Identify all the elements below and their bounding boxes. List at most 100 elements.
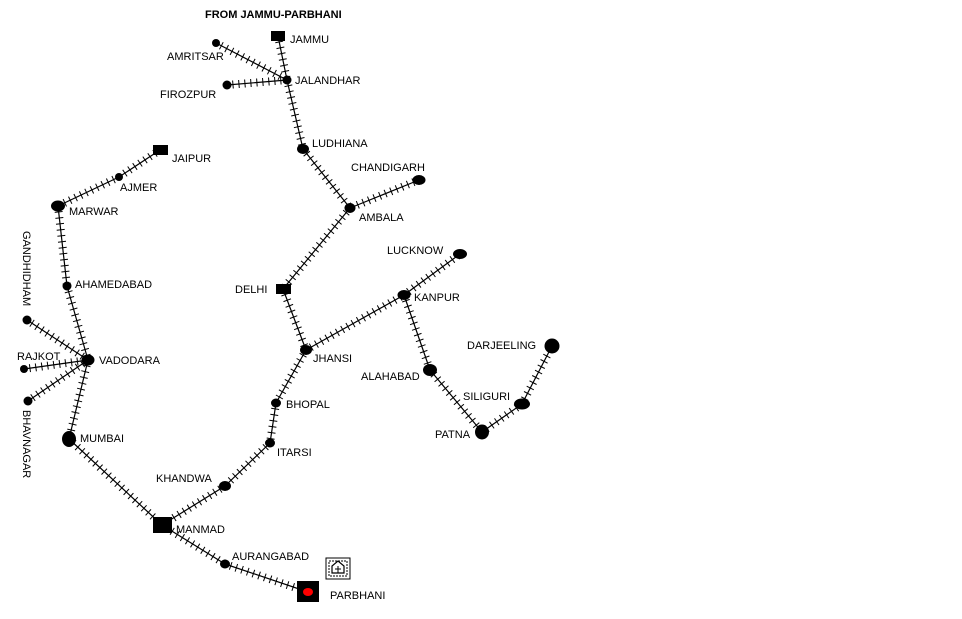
track-tie bbox=[60, 264, 69, 267]
vadodara-marker bbox=[81, 354, 95, 366]
track-tie bbox=[224, 44, 229, 53]
track-tie bbox=[442, 385, 449, 392]
track-tie bbox=[457, 403, 465, 410]
track-tie bbox=[186, 504, 192, 512]
track-tie bbox=[57, 234, 66, 237]
patna-marker bbox=[475, 424, 489, 440]
track-tie bbox=[503, 411, 510, 419]
label-ambala: AMBALA bbox=[359, 212, 404, 224]
jalandhar-marker bbox=[282, 75, 292, 85]
track-tie bbox=[300, 343, 309, 348]
track-tie bbox=[340, 197, 348, 204]
track-tie bbox=[55, 217, 64, 219]
track-tie bbox=[284, 84, 293, 88]
label-delhi: DELHI bbox=[235, 284, 268, 296]
track-tie bbox=[147, 153, 153, 161]
track-jhansi-kanpur bbox=[305, 294, 405, 351]
track-tie bbox=[404, 304, 412, 309]
track-tie bbox=[295, 131, 304, 134]
track-tie bbox=[371, 308, 377, 316]
track-tie bbox=[420, 277, 427, 285]
label-bhopal: BHOPAL bbox=[286, 399, 330, 411]
track-tie bbox=[56, 228, 65, 231]
track-tie bbox=[268, 77, 270, 86]
track-tie bbox=[277, 52, 286, 55]
track-tie bbox=[266, 66, 272, 75]
track-tie bbox=[288, 102, 297, 105]
track-tie bbox=[489, 421, 495, 429]
track-tie bbox=[355, 200, 360, 209]
track-tie bbox=[191, 501, 197, 509]
track-tie bbox=[269, 419, 278, 422]
alahabad-marker bbox=[423, 364, 437, 376]
track-tie bbox=[262, 77, 264, 87]
track-tie bbox=[367, 196, 371, 205]
track-ambala-delhi bbox=[282, 207, 351, 290]
track-tie bbox=[280, 579, 284, 588]
track-tie bbox=[334, 328, 340, 337]
track-tie bbox=[430, 270, 436, 278]
track-tie bbox=[70, 358, 73, 367]
track-tie bbox=[289, 274, 297, 281]
label-bhavnagar: BHAVNAGAR bbox=[20, 410, 32, 479]
track-tie bbox=[55, 377, 61, 385]
track-tie bbox=[383, 189, 388, 198]
label-ajmer: AJMER bbox=[120, 182, 158, 194]
track-tie bbox=[285, 90, 294, 94]
track-delhi-jhansi bbox=[282, 288, 307, 351]
track-tie bbox=[96, 464, 103, 471]
track-tie bbox=[508, 407, 515, 415]
track-ahamedabad-vadodara bbox=[66, 285, 89, 361]
track-tie bbox=[296, 265, 304, 272]
track-tie bbox=[287, 309, 296, 314]
track-tie bbox=[127, 492, 134, 500]
track-tie bbox=[232, 80, 234, 89]
track-tie bbox=[44, 329, 50, 337]
track-tie bbox=[261, 64, 267, 72]
track-tie bbox=[232, 472, 239, 480]
track-tie bbox=[523, 391, 532, 396]
track-tie bbox=[245, 460, 252, 467]
track-aurangabad-parbhani bbox=[224, 563, 309, 593]
track-tie bbox=[127, 166, 133, 174]
track-tie bbox=[240, 565, 244, 574]
track-tie bbox=[236, 468, 243, 476]
track-ajmer-marwar bbox=[57, 176, 120, 207]
track-tie bbox=[57, 240, 67, 243]
track-tie bbox=[284, 378, 292, 384]
track-tie bbox=[298, 337, 306, 342]
track-bhopal-itarsi bbox=[269, 402, 277, 444]
track-tie bbox=[74, 363, 81, 371]
track-tie bbox=[409, 321, 418, 326]
label-ahamedabad: AHAMEDABAD bbox=[75, 279, 153, 291]
track-tie bbox=[95, 183, 100, 192]
label-firozpur: FIROZPUR bbox=[160, 89, 217, 101]
itarsi-marker bbox=[265, 438, 275, 448]
track-tie bbox=[314, 340, 319, 348]
label-amritsar: AMRITSAR bbox=[167, 51, 224, 63]
track-tie bbox=[268, 575, 273, 584]
track-tie bbox=[308, 251, 316, 258]
track-tie bbox=[249, 456, 256, 463]
track-tie bbox=[279, 64, 289, 67]
track-tie bbox=[289, 107, 298, 111]
track-tie bbox=[494, 418, 500, 426]
siliguri-marker bbox=[514, 398, 530, 410]
track-tie bbox=[366, 311, 372, 319]
track-tie bbox=[246, 567, 250, 576]
ambala-marker bbox=[344, 203, 356, 213]
track-vadodara-mumbai bbox=[68, 359, 89, 440]
track-tie bbox=[69, 346, 75, 354]
track-tie bbox=[50, 380, 56, 388]
track-tie bbox=[215, 556, 221, 564]
jaipur-marker bbox=[153, 145, 168, 155]
track-tie bbox=[327, 228, 335, 235]
bhopal-marker bbox=[271, 398, 281, 408]
track-tie bbox=[402, 298, 410, 303]
track-tie bbox=[392, 296, 398, 304]
track-tie bbox=[136, 500, 143, 508]
track-tie bbox=[69, 416, 79, 420]
track-tie bbox=[140, 504, 147, 512]
track-tie bbox=[275, 394, 284, 400]
